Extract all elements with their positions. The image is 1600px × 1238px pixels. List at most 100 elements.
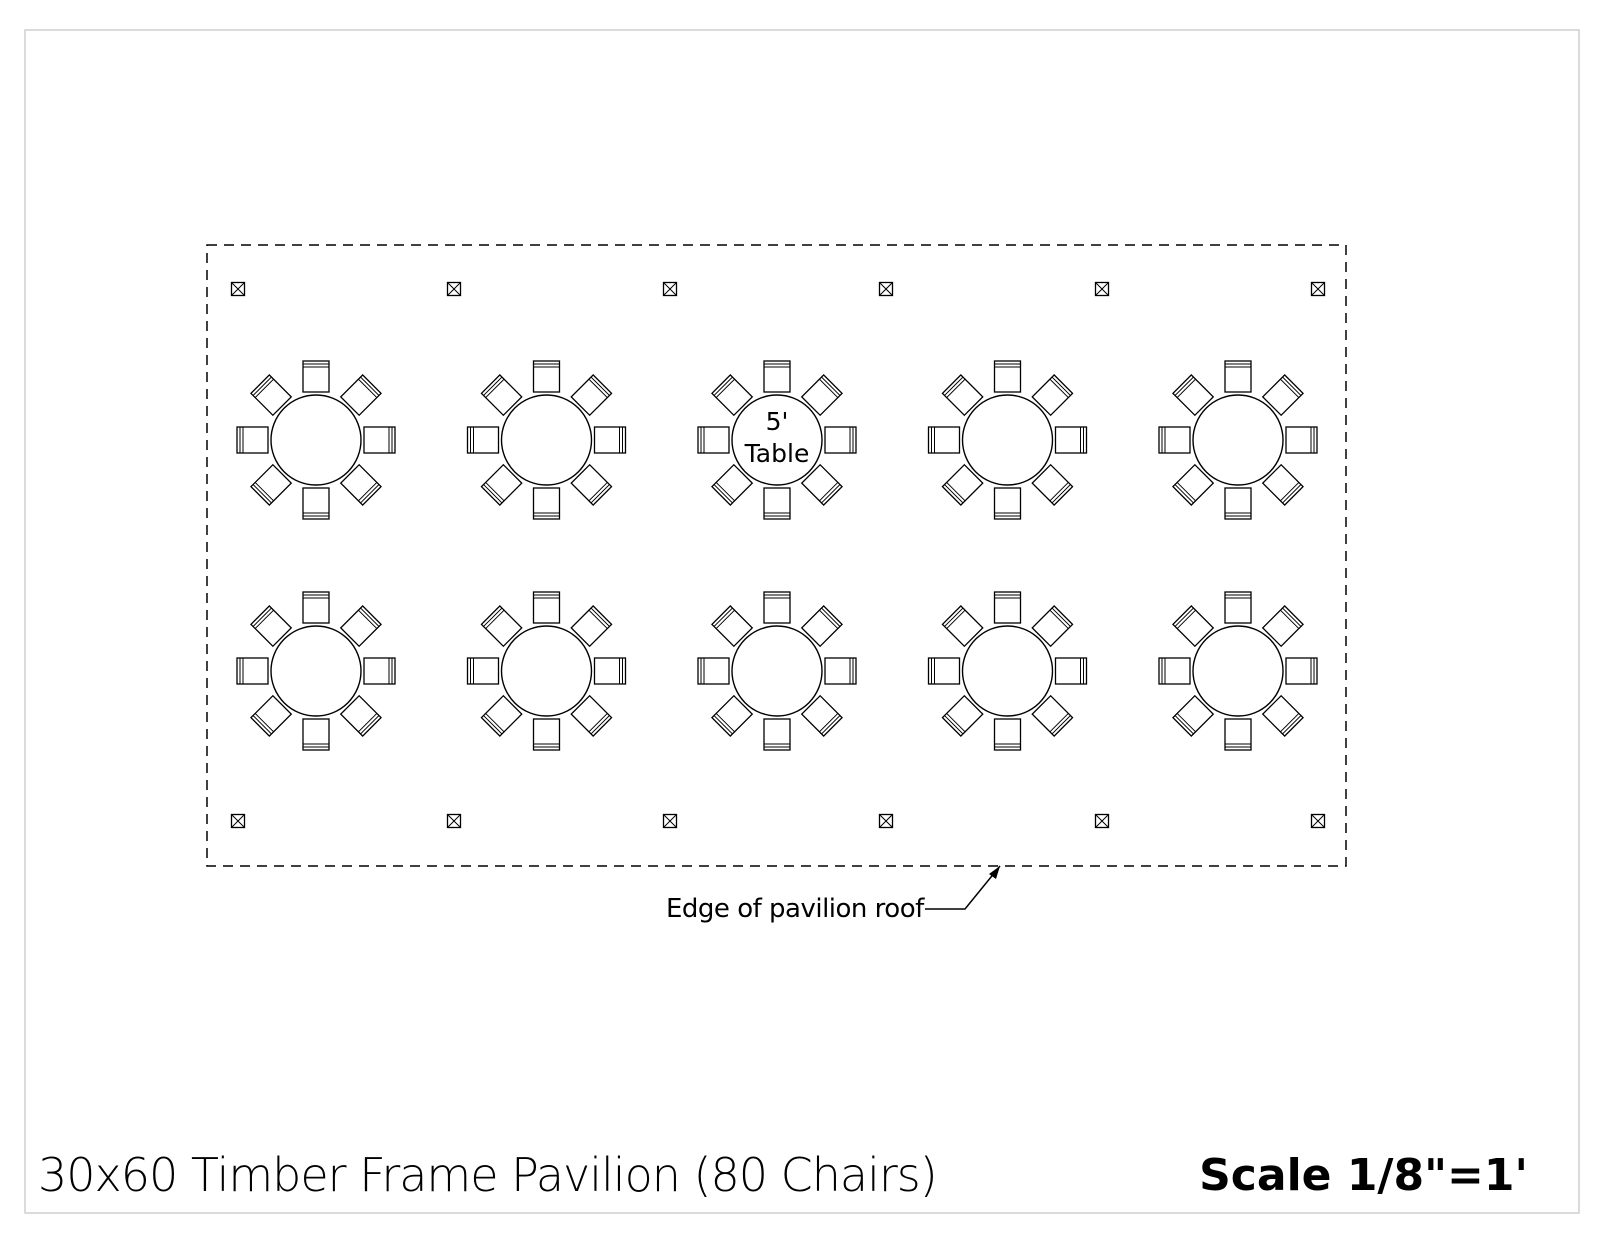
chair-icon <box>1285 657 1318 685</box>
chair-icon <box>993 487 1022 520</box>
chair-icon <box>1158 657 1191 685</box>
chair-icon <box>236 426 269 454</box>
chair-icon <box>763 487 791 520</box>
chair-icon <box>532 487 561 520</box>
chair-icon <box>250 374 293 417</box>
chair-icon <box>570 605 613 648</box>
table-top <box>270 625 362 717</box>
round-table <box>697 591 857 751</box>
chair-icon <box>1172 605 1215 648</box>
table-top <box>500 625 593 717</box>
chair-icon <box>1224 360 1252 393</box>
chair-icon <box>302 718 330 751</box>
chair-icon <box>1031 694 1074 737</box>
chair-icon <box>697 657 730 685</box>
post-icon <box>230 813 246 829</box>
post-icon <box>662 813 678 829</box>
chair-icon <box>1261 605 1304 648</box>
chair-icon <box>1054 657 1088 685</box>
chair-icon <box>763 718 791 751</box>
chair-icon <box>1224 591 1252 624</box>
chair-icon <box>532 718 561 751</box>
chair-icon <box>1261 374 1304 417</box>
chair-icon <box>570 694 613 737</box>
chair-icon <box>302 487 330 520</box>
chair-icon <box>363 426 396 454</box>
post-icon <box>662 281 678 297</box>
chair-icon <box>339 605 382 648</box>
chair-icon <box>824 426 857 454</box>
round-table <box>466 591 627 751</box>
post-icon <box>878 281 894 297</box>
chair-icon <box>532 591 561 624</box>
post-icon <box>1094 813 1110 829</box>
chair-icon <box>763 360 791 393</box>
chair-icon <box>941 694 984 737</box>
chair-icon <box>1261 694 1304 737</box>
chair-icon <box>1031 463 1074 506</box>
chair-icon <box>250 463 293 506</box>
chair-icon <box>480 605 523 648</box>
chair-icon <box>466 657 500 685</box>
post-icon <box>446 281 462 297</box>
round-table <box>1158 591 1318 751</box>
post-group <box>230 281 1326 829</box>
chair-icon <box>1158 426 1191 454</box>
chair-icon <box>800 694 843 737</box>
table-top <box>500 394 593 486</box>
round-table <box>236 360 396 520</box>
chair-icon <box>339 374 382 417</box>
chair-icon <box>763 591 791 624</box>
chair-icon <box>466 426 500 454</box>
round-table <box>236 591 396 751</box>
chair-icon <box>1224 718 1252 751</box>
table-top <box>1192 394 1284 486</box>
drawing-title: 30x60 Timber Frame Pavilion (80 Chairs) <box>38 1148 938 1202</box>
round-table <box>927 591 1088 751</box>
sheet-border <box>24 29 1580 1214</box>
chair-icon <box>250 605 293 648</box>
post-icon <box>878 813 894 829</box>
chair-icon <box>711 463 754 506</box>
chair-icon <box>363 657 396 685</box>
post-icon <box>1310 813 1326 829</box>
chair-icon <box>1224 487 1252 520</box>
chair-icon <box>1031 605 1074 648</box>
chair-icon <box>250 694 293 737</box>
pavilion-roof-edge <box>206 244 1347 867</box>
chair-icon <box>993 360 1022 393</box>
round-table <box>927 360 1088 520</box>
table-top <box>1192 625 1284 717</box>
table-top <box>270 394 362 486</box>
chair-icon <box>711 605 754 648</box>
table-label-type: Table <box>744 439 810 468</box>
chair-icon <box>570 463 613 506</box>
chair-icon <box>711 694 754 737</box>
chair-icon <box>1054 426 1088 454</box>
round-table <box>466 360 627 520</box>
roof-edge-label: Edge of pavilion roof <box>666 894 924 924</box>
chair-icon <box>800 605 843 648</box>
chair-icon <box>941 605 984 648</box>
table-label-size: 5' <box>766 407 789 436</box>
chair-icon <box>927 426 961 454</box>
table-group <box>236 360 1318 751</box>
chair-icon <box>236 657 269 685</box>
chair-icon <box>711 374 754 417</box>
table-top <box>731 625 823 717</box>
chair-icon <box>593 426 627 454</box>
roof-leader-arrow <box>925 865 1001 910</box>
chair-icon <box>941 463 984 506</box>
chair-icon <box>532 360 561 393</box>
chair-icon <box>480 694 523 737</box>
chair-icon <box>800 374 843 417</box>
chair-icon <box>339 694 382 737</box>
chair-icon <box>993 591 1022 624</box>
chair-icon <box>593 657 627 685</box>
post-icon <box>1310 281 1326 297</box>
table-top <box>731 394 823 486</box>
table-top <box>961 625 1054 717</box>
chair-icon <box>993 718 1022 751</box>
chair-icon <box>697 426 730 454</box>
chair-icon <box>824 657 857 685</box>
